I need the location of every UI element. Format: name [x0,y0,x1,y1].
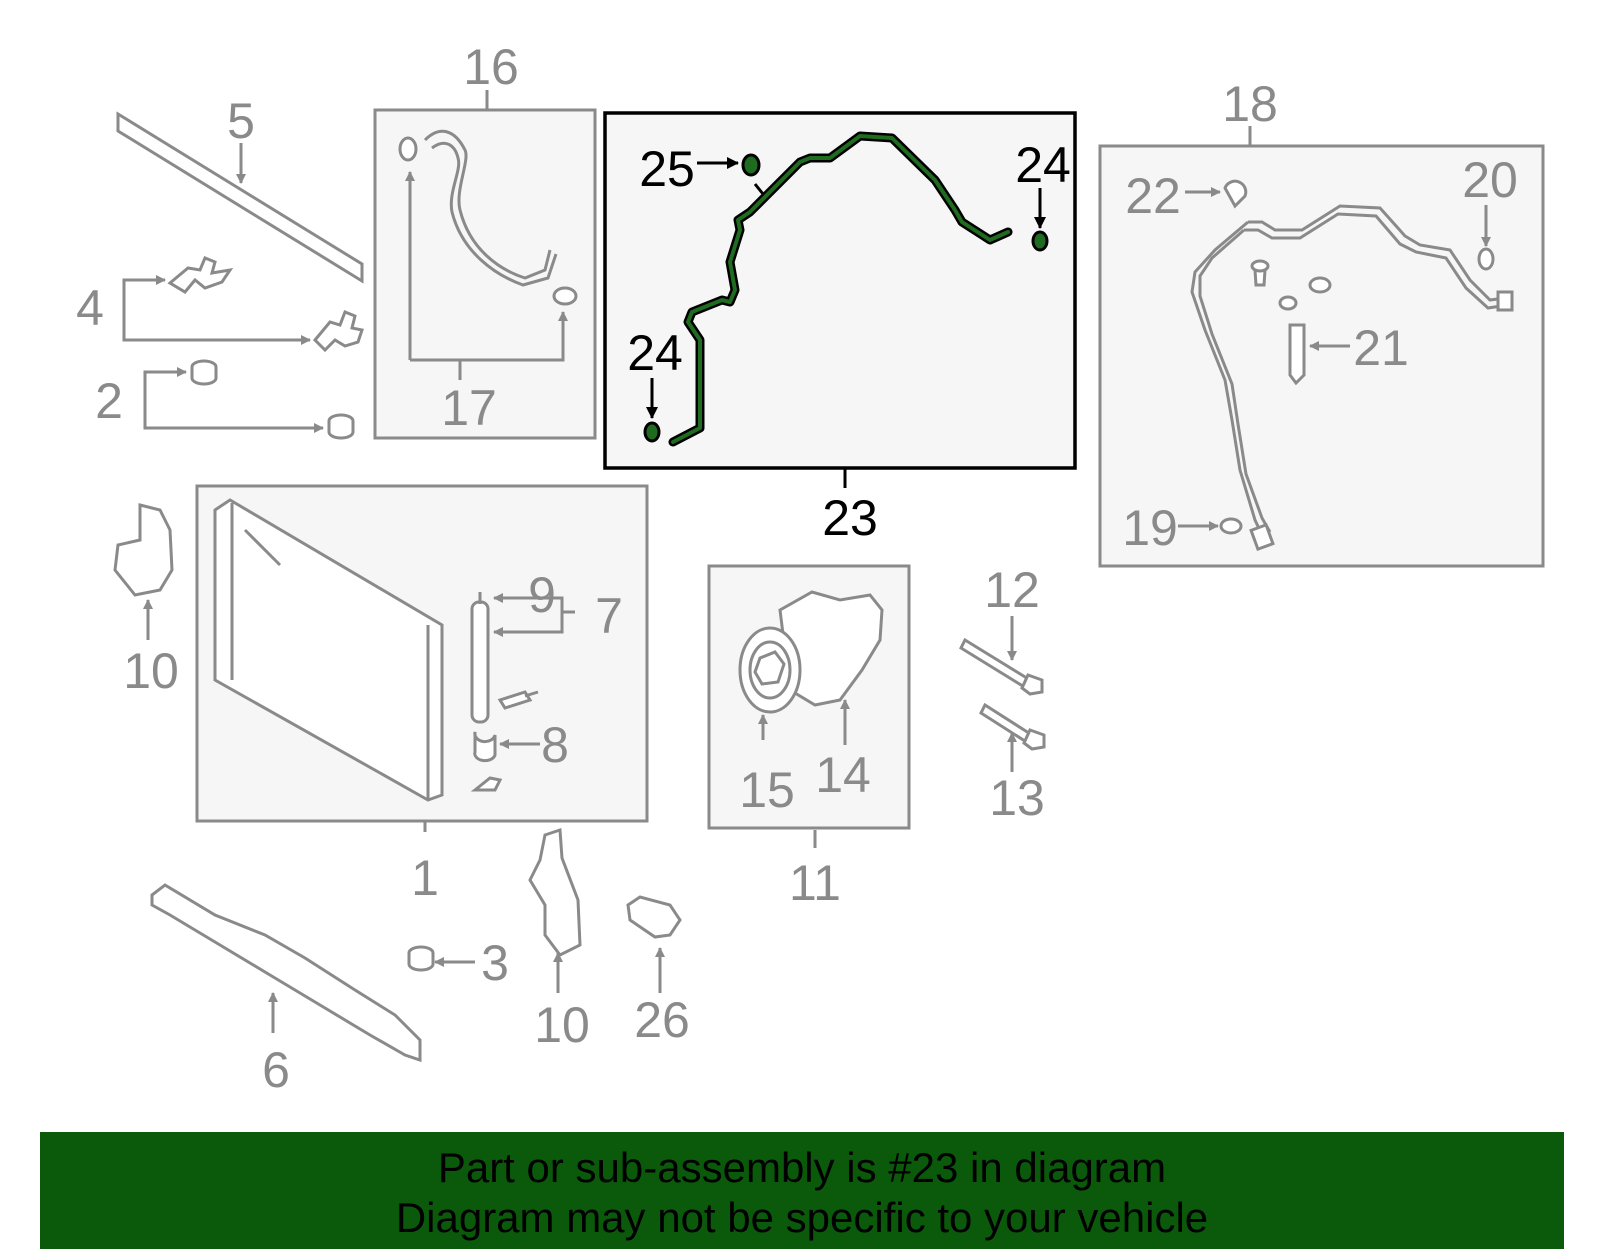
part-23-ac-pipe[interactable] [643,131,1049,488]
part-10-brackets [113,503,582,993]
callout-9: 9 [528,567,556,623]
part-24-oring-right[interactable] [1031,230,1049,252]
part-5-seal-strip [116,111,364,284]
callout-1: 1 [411,850,439,906]
callout-5: 5 [227,93,255,149]
callout-10-bottom: 10 [534,997,590,1053]
part-26-sensor [626,895,682,993]
part-11-compressor [738,590,884,848]
callout-15: 15 [739,762,795,818]
part-18-line [1178,126,1514,552]
part-1-condenser [213,498,575,832]
callout-18: 18 [1222,76,1278,132]
info-banner: Part or sub-assembly is #23 in diagram D… [40,1132,1564,1249]
callout-17: 17 [441,380,497,436]
part-2-bushings [143,359,355,440]
callout-8: 8 [541,717,569,773]
banner-line-2: Diagram may not be specific to your vehi… [395,1194,1209,1241]
callout-23[interactable]: 23 [822,490,878,546]
callout-25[interactable]: 25 [639,141,695,197]
callout-24-left[interactable]: 24 [627,325,683,381]
callout-2: 2 [95,373,123,429]
banner-line-1: Part or sub-assembly is #23 in diagram [437,1144,1167,1191]
callout-21: 21 [1353,320,1409,376]
part-24-oring-left[interactable] [643,421,661,443]
part-25-oring[interactable] [741,153,761,177]
part-6-baffle [150,883,422,1063]
callout-16: 16 [463,39,519,95]
callout-14: 14 [815,747,871,803]
part-16-hose [398,90,578,380]
part-3-bushing [407,945,475,972]
callout-3: 3 [481,935,509,991]
callout-7: 7 [595,588,623,644]
part-4-clips [122,256,364,353]
callout-24-right[interactable]: 24 [1015,137,1071,193]
callout-13: 13 [989,770,1045,826]
box-16-hose-assembly [373,108,597,440]
box-23-highlighted-assembly[interactable] [603,111,1077,470]
callout-4: 4 [76,280,104,336]
callout-26: 26 [634,992,690,1048]
callout-10-left: 10 [123,643,179,699]
callout-6: 6 [262,1042,290,1098]
part-12-13-bolts [959,616,1046,772]
callout-19: 19 [1122,500,1178,556]
callout-22: 22 [1125,168,1181,224]
callout-12: 12 [984,562,1040,618]
callout-20: 20 [1462,152,1518,208]
callout-11: 11 [789,855,841,911]
